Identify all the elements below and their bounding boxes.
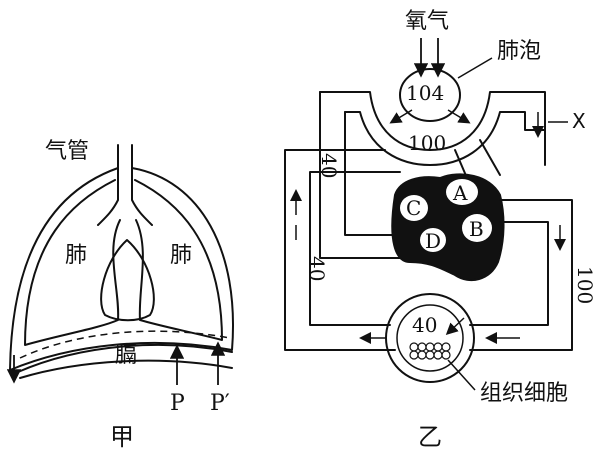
chamber-d-space xyxy=(420,228,446,252)
alveolus-value: 104 xyxy=(406,81,444,105)
vein-value: 40 xyxy=(305,256,329,281)
artery-value: 100 xyxy=(573,266,597,304)
figure-b: 氧气 104 肺泡 100 X 40 A B C D 40 xyxy=(284,9,597,451)
oxygen-label: 氧气 xyxy=(405,9,449,34)
trachea-label: 气管 xyxy=(45,139,89,164)
chamber-c-label: C xyxy=(406,196,421,220)
diaphragm-dashed xyxy=(19,330,231,359)
alveolus-label: 肺泡 xyxy=(497,39,541,64)
tissue-cell-pointer xyxy=(447,359,476,391)
tissue-value: 40 xyxy=(412,313,437,337)
chamber-b-space xyxy=(462,214,492,242)
p-prime-label: P′ xyxy=(210,391,230,416)
tissue-cell-label: 组织细胞 xyxy=(480,381,568,406)
trachea xyxy=(97,144,153,226)
figure-b-caption: 乙 xyxy=(418,423,442,451)
left-vessel-value: 40 xyxy=(317,153,341,178)
chamber-b-label: B xyxy=(469,217,484,241)
lung-right-label: 肺 xyxy=(170,243,192,268)
pulmonary-capillary xyxy=(319,91,546,166)
figure-a-caption: 甲 xyxy=(110,423,134,451)
diaphragm-lower xyxy=(19,359,233,379)
chamber-c-space xyxy=(400,195,428,221)
thoracic-cavity-outline xyxy=(9,167,234,371)
tissue-capillary xyxy=(385,293,475,383)
p-label: P xyxy=(170,391,185,416)
alveolus xyxy=(399,68,461,122)
pulmonary-vessel-left xyxy=(319,91,401,259)
diaphragm-label: 膈 xyxy=(115,343,137,368)
capillary-arrow-left xyxy=(389,109,413,124)
chamber-a-space xyxy=(446,179,478,205)
alveolus-pointer xyxy=(457,57,493,79)
figure-a: 气管 肺 肺 膈 P P′ 甲 xyxy=(6,139,234,451)
chamber-a-label: A xyxy=(452,181,468,205)
capillary-arrow-right xyxy=(447,109,471,124)
tissue-inner xyxy=(396,304,464,372)
tissue-cells xyxy=(409,342,451,360)
lungs-outline xyxy=(24,179,223,346)
x-label: X xyxy=(572,109,586,133)
heart-space xyxy=(100,239,155,322)
tissue-arrow xyxy=(445,317,465,336)
diaphragm xyxy=(17,343,233,373)
lung-left-label: 肺 xyxy=(65,243,87,268)
systemic-vein xyxy=(284,149,401,351)
capillary-value: 100 xyxy=(408,131,446,155)
chamber-d-label: D xyxy=(425,229,441,253)
systemic-artery xyxy=(469,199,573,351)
